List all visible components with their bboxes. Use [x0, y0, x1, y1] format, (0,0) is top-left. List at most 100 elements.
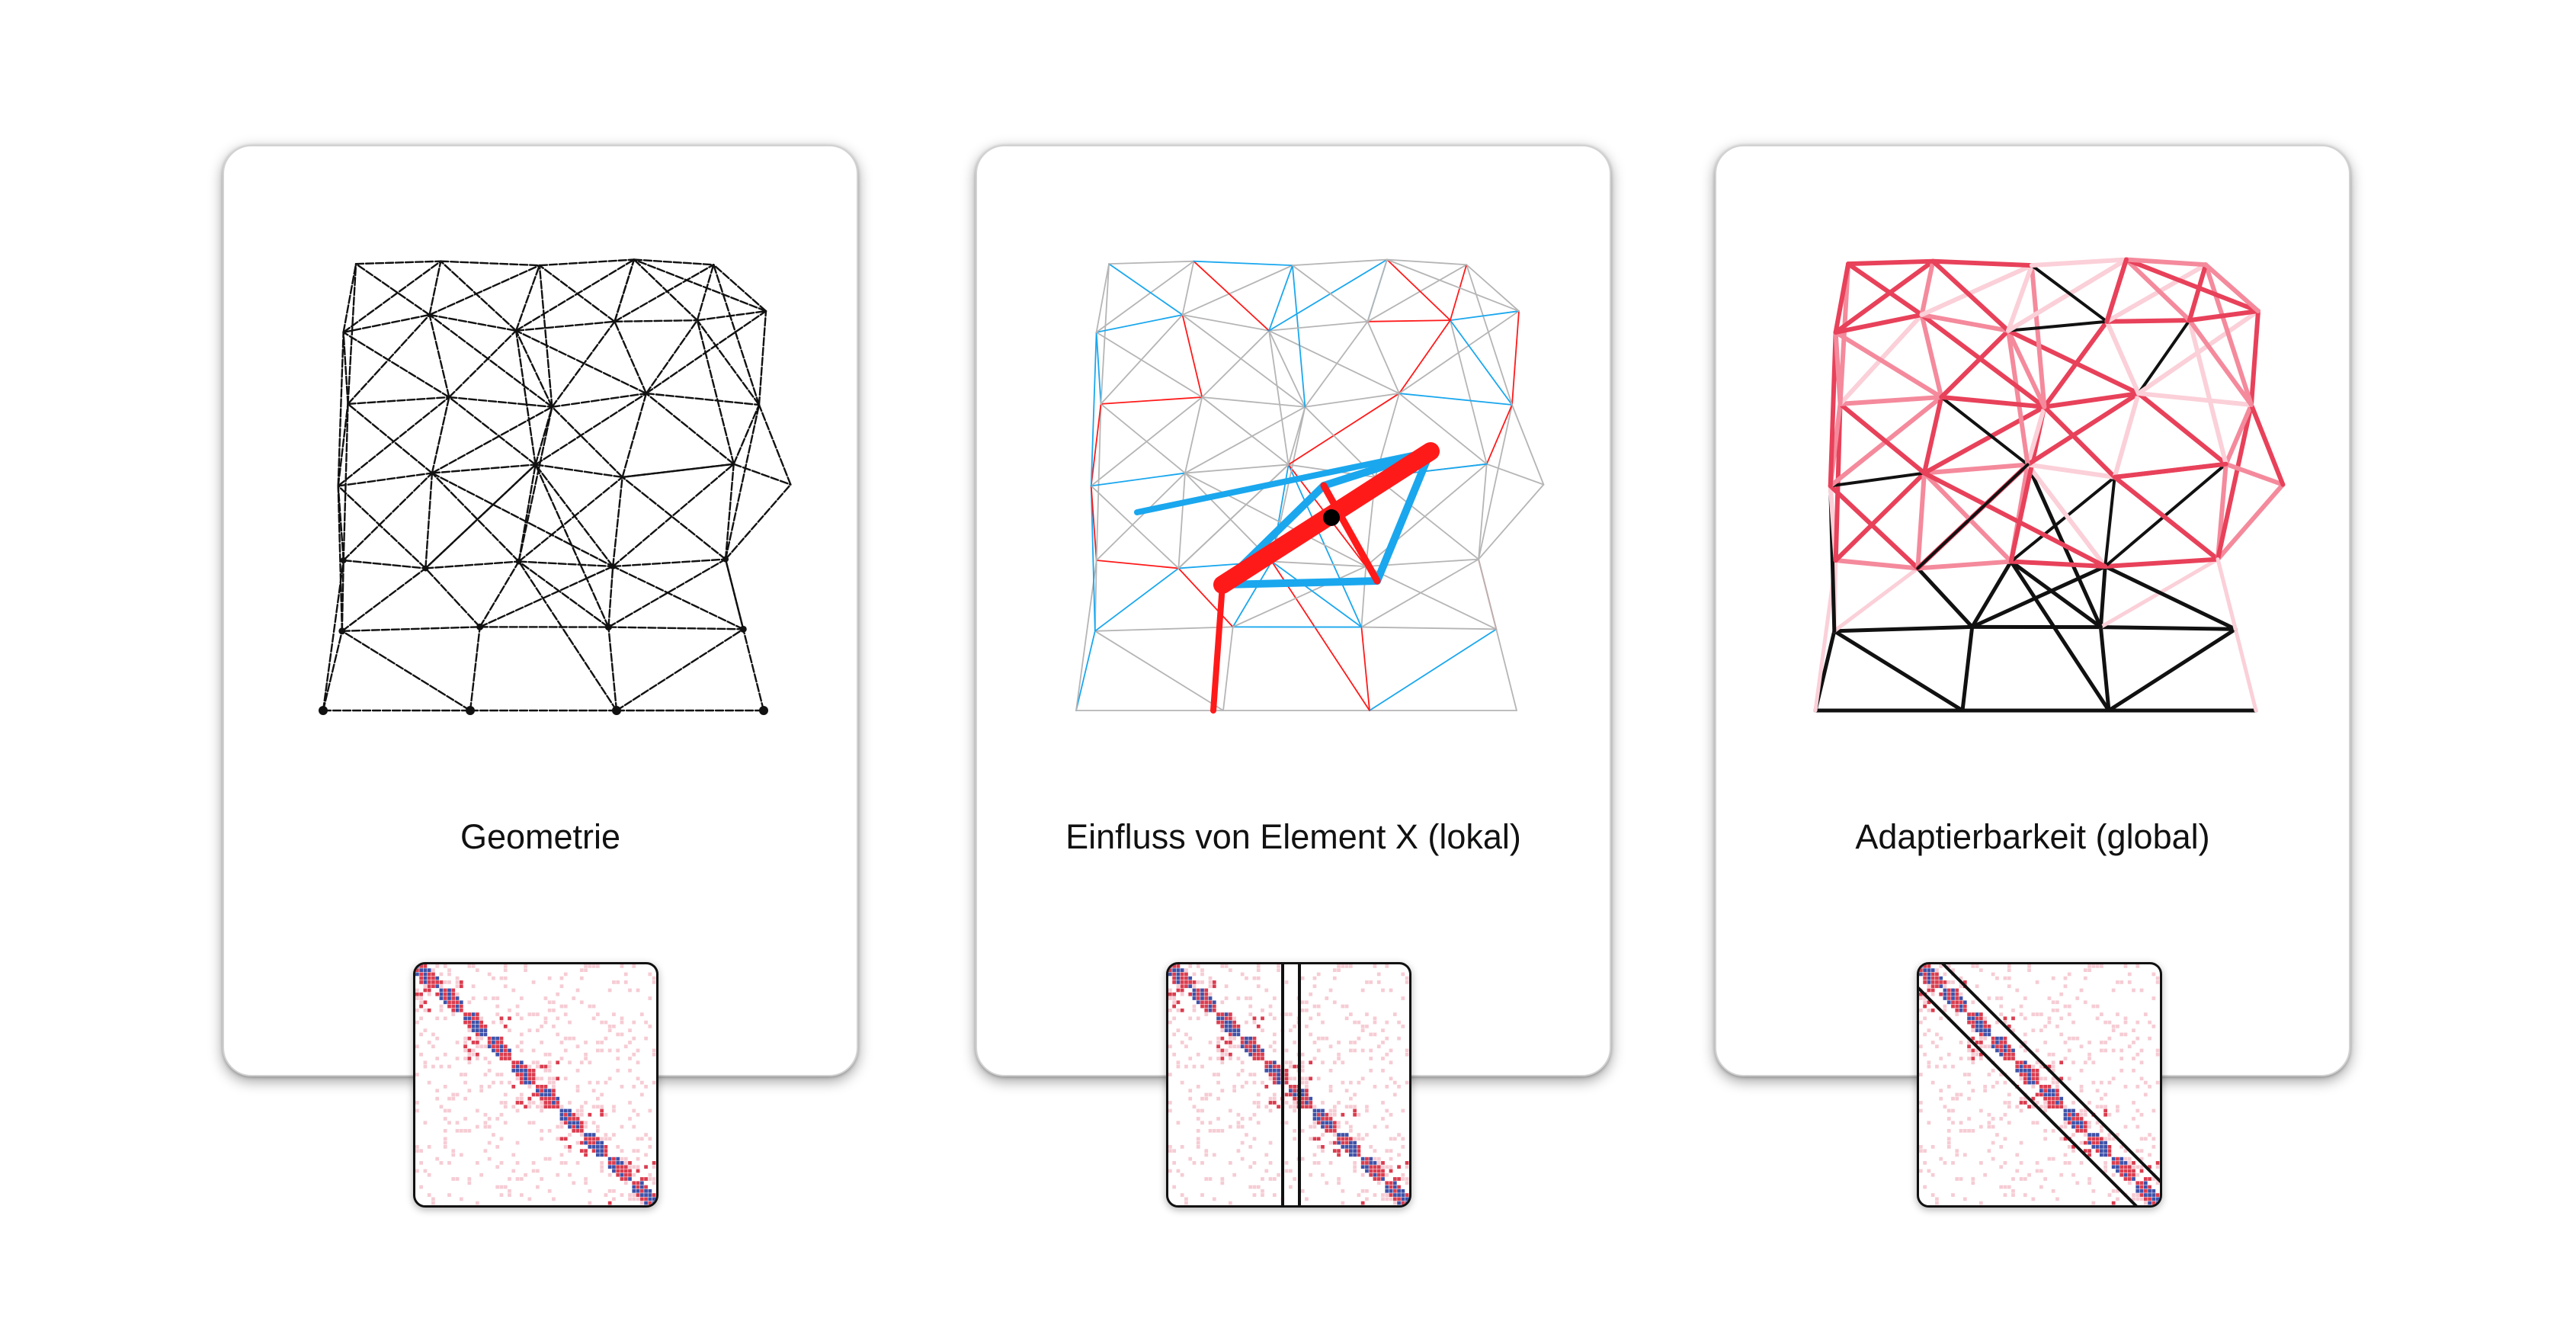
matrix-cell: [1353, 1020, 1357, 1025]
matrix-cell: [455, 984, 460, 989]
matrix-cell: [1369, 1156, 1373, 1161]
truss-member: [517, 406, 553, 563]
matrix-cell: [579, 1000, 584, 1005]
matrix-cell: [2023, 1076, 2027, 1081]
matrix-cell: [1316, 1012, 1321, 1016]
matrix-cell: [620, 1161, 624, 1165]
matrix-cell: [1923, 1016, 1927, 1021]
truss-member: [1095, 331, 1102, 405]
matrix-cell: [476, 1201, 479, 1205]
matrix-cell: [1962, 1197, 1967, 1201]
matrix-cell: [547, 1052, 552, 1057]
matrix-cell: [2023, 1041, 2027, 1044]
matrix-cell: [1252, 1185, 1257, 1189]
matrix-cell: [1389, 1060, 1393, 1065]
matrix-cell: [2023, 1073, 2027, 1076]
matrix-cell: [508, 1028, 511, 1033]
matrix-cell: [1208, 1008, 1213, 1012]
matrix-cell: [439, 988, 444, 993]
matrix-cell: [616, 1172, 620, 1177]
matrix-cell: [644, 1153, 648, 1157]
matrix-cell: [519, 1064, 524, 1069]
matrix-cell: [2011, 1052, 2015, 1057]
matrix-cell: [1248, 1004, 1253, 1009]
truss-node: [476, 623, 484, 630]
matrix-cell: [2116, 1161, 2119, 1165]
matrix-cell: [2119, 1165, 2124, 1169]
matrix-cell: [419, 980, 424, 984]
matrix-cell: [648, 1197, 652, 1201]
truss-member: [1287, 393, 1400, 466]
matrix-cell: [559, 1004, 564, 1009]
matrix-cell: [1277, 964, 1280, 968]
matrix-cell: [628, 1117, 632, 1121]
matrix-cell: [612, 1105, 616, 1109]
matrix-cell: [1389, 1149, 1393, 1153]
matrix-cell: [524, 968, 527, 973]
truss-member: [514, 329, 553, 408]
matrix-cell: [431, 1064, 435, 1069]
matrix-cell: [1289, 1085, 1293, 1089]
matrix-cell: [1312, 984, 1317, 989]
matrix-cell: [1389, 1048, 1393, 1053]
matrix-cell: [1220, 1060, 1225, 1065]
matrix-cell: [1248, 996, 1253, 1000]
matrix-cell: [604, 1193, 608, 1197]
matrix-cell: [439, 980, 444, 984]
matrix-cell: [623, 1177, 628, 1181]
truss-member: [614, 319, 699, 322]
matrix-cell: [459, 1008, 463, 1012]
truss-member: [342, 331, 349, 406]
matrix-cell: [644, 1020, 648, 1025]
truss-member: [337, 485, 427, 569]
matrix-cell: [1983, 1016, 1988, 1021]
matrix-cell: [439, 992, 444, 996]
matrix-cell: [1293, 1108, 1297, 1113]
matrix-cell: [483, 996, 488, 1000]
matrix-cell: [1184, 968, 1188, 973]
matrix-cell: [636, 1048, 640, 1053]
matrix-cell: [540, 1064, 544, 1069]
matrix-cell: [2023, 1080, 2027, 1085]
matrix-cell: [1999, 1044, 2004, 1049]
matrix-cell: [2143, 1193, 2148, 1197]
matrix-cell: [1979, 1025, 1983, 1028]
matrix-cell: [527, 1028, 532, 1033]
matrix-cell: [2071, 1036, 2075, 1041]
matrix-cell: [1975, 1012, 1979, 1016]
matrix-cell: [612, 1108, 616, 1113]
matrix-cell: [1196, 1128, 1200, 1133]
matrix-cell: [604, 1133, 608, 1137]
truss-member: [621, 392, 648, 479]
matrix-cell: [568, 1124, 572, 1129]
matrix-cell: [2111, 1156, 2116, 1161]
matrix-cell: [1959, 1000, 1963, 1005]
truss-member: [732, 463, 792, 486]
matrix-cell: [1264, 1064, 1269, 1069]
matrix-cell: [616, 1156, 620, 1161]
matrix-cell: [547, 1080, 552, 1085]
matrix-cell: [1200, 1108, 1204, 1113]
truss-node: [422, 565, 429, 572]
matrix-cell: [1256, 1185, 1261, 1189]
matrix-cell: [1204, 1153, 1209, 1157]
matrix-cell: [547, 1092, 552, 1097]
matrix-cell: [1401, 1177, 1405, 1181]
matrix-cell: [1289, 1076, 1293, 1081]
matrix-cell: [2023, 1060, 2027, 1065]
truss-member: [517, 560, 610, 628]
truss-member: [2009, 560, 2103, 630]
matrix-cell: [2015, 1105, 2020, 1109]
matrix-cell: [2123, 1161, 2128, 1165]
matrix-cell: [1360, 1201, 1365, 1205]
matrix-cell: [427, 972, 431, 977]
matrix-cell: [1332, 976, 1337, 980]
matrix-cell: [2119, 1068, 2124, 1073]
matrix-cell: [2139, 1048, 2144, 1053]
matrix-cell: [1240, 1044, 1245, 1049]
matrix-cell: [495, 1117, 500, 1121]
matrix-cell: [455, 1041, 460, 1044]
truss-member: [2104, 262, 2209, 324]
matrix-cell: [2007, 1105, 2011, 1109]
matrix-cell: [2059, 1032, 2064, 1037]
